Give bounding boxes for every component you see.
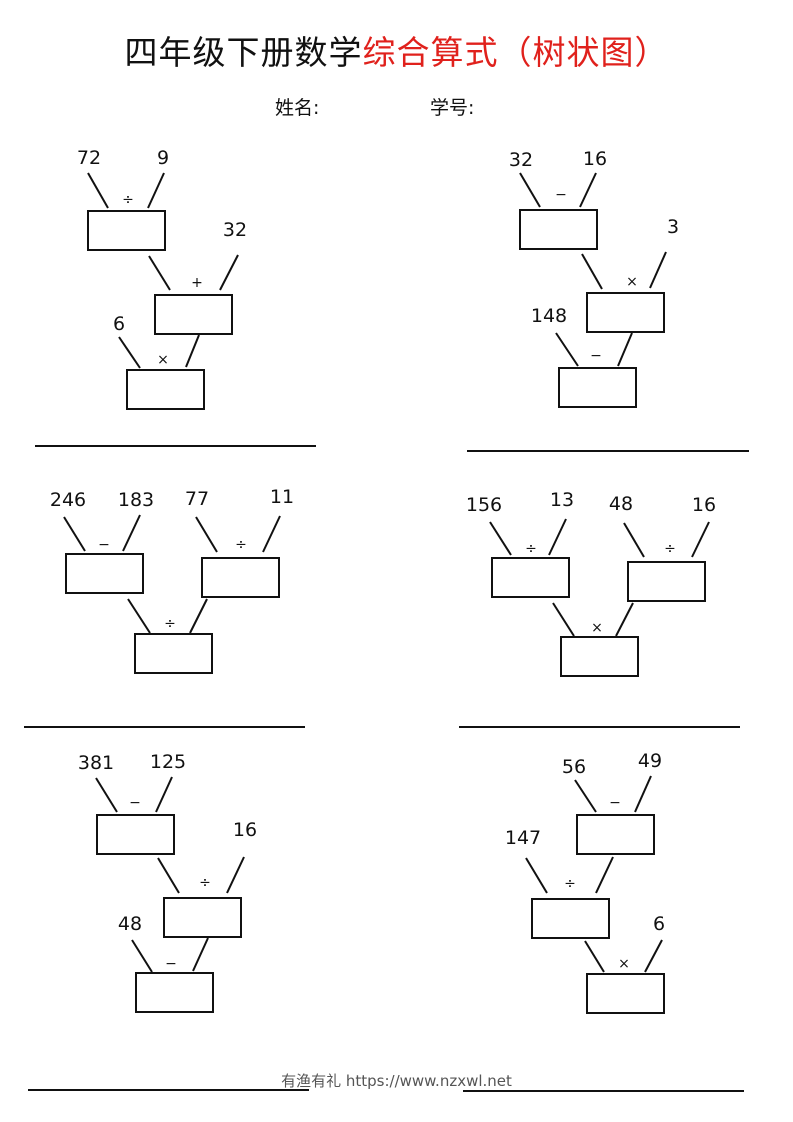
problem-2-box-2 [586,292,665,333]
problem-6-operand-c: 147 [504,827,542,849]
problem-5-operator-3: − [165,956,177,972]
problem-4-operator-2: ÷ [664,541,676,557]
problem-3-box-1 [65,553,144,594]
problem-6-operator-1: − [609,795,621,811]
problem-3-box-3 [134,633,213,674]
problem-3-operand-b: 183 [117,489,155,511]
problem-3-box-2 [201,557,280,598]
problem-2-operand-b: 16 [582,148,608,170]
problem-2-operator-1: − [555,187,567,203]
problem-2-lines [519,172,667,408]
problem-5-operand-c: 16 [232,819,258,841]
problem-4-operand-d: 16 [691,494,717,516]
problem-4-box-2 [627,561,706,602]
problem-1-operand-b: 9 [156,147,170,169]
problem-4-lines [489,518,710,677]
problem-3-operator-1: − [98,537,110,553]
name-label: 姓名: [275,97,320,119]
problem-6-operand-a: 56 [561,756,587,778]
problem-6-box-2 [531,898,610,939]
problem-3-operand-d: 11 [269,486,295,508]
problem-4-box-1 [491,557,570,598]
problem-6-box-1 [576,814,655,855]
problem-5-box-1 [96,814,175,855]
problem-6-operator-3: × [618,956,630,972]
problem-2-box-3 [558,367,637,408]
problem-1-operand-d: 6 [112,313,126,335]
problem-4-operand-b: 13 [549,489,575,511]
problem-5-operator-1: − [129,795,141,811]
problem-2-operator-3: − [590,348,602,364]
problem-5-operand-b: 125 [149,751,187,773]
problem-1-box-3 [126,369,205,410]
problem-1-operator-1: ÷ [122,192,134,208]
problem-4-operand-a: 156 [465,494,503,516]
page-title-highlight: 综合算式（树状图） [362,33,669,72]
problem-3-operand-c: 77 [184,488,210,510]
problem-3-lines [63,514,281,674]
problem-4-box-3 [560,636,639,677]
problem-6-lines [525,775,665,1014]
problem-2-operand-a: 32 [508,149,534,171]
problem-2-box-1 [519,209,598,250]
problem-1-operand-a: 72 [76,147,102,169]
problem-1-box-2 [154,294,233,335]
page-title-main: 四年级下册数学 [124,33,363,72]
problem-5-operand-a: 381 [77,752,115,774]
problem-4-operator-1: ÷ [525,541,537,557]
problem-4-operator-3: × [591,620,603,636]
problem-5-box-2 [163,897,242,938]
problem-3-operator-3: ÷ [164,616,176,632]
problem-1-lines [87,172,239,410]
problem-6-operand-d: 6 [652,913,666,935]
problem-5-operand-d: 48 [117,913,143,935]
problem-2-operand-c: 3 [666,216,680,238]
problem-5-box-3 [135,972,214,1013]
problem-3-operand-a: 246 [49,489,87,511]
problem-1-box-1 [87,210,166,251]
problem-6-box-3 [586,973,665,1014]
student-id-label: 学号: [430,97,475,119]
problem-5-operator-2: ÷ [199,875,211,891]
problem-1-operand-c: 32 [222,219,248,241]
problem-3-operator-2: ÷ [235,537,247,553]
problem-6-operand-b: 49 [637,750,663,772]
problem-5-lines [95,776,245,1013]
problem-1-operator-3: × [157,352,169,368]
footer-watermark: 有渔有礼 https://www.nzxwl.net [281,1072,512,1090]
problem-2-operator-2: × [626,274,638,290]
page-title: 四年级下册数学综合算式（树状图） [0,26,793,74]
problem-4-operand-c: 48 [608,493,634,515]
problem-1-operator-2: + [191,275,203,291]
problem-6-operator-2: ÷ [564,876,576,892]
problem-2-operand-d: 148 [530,305,568,327]
